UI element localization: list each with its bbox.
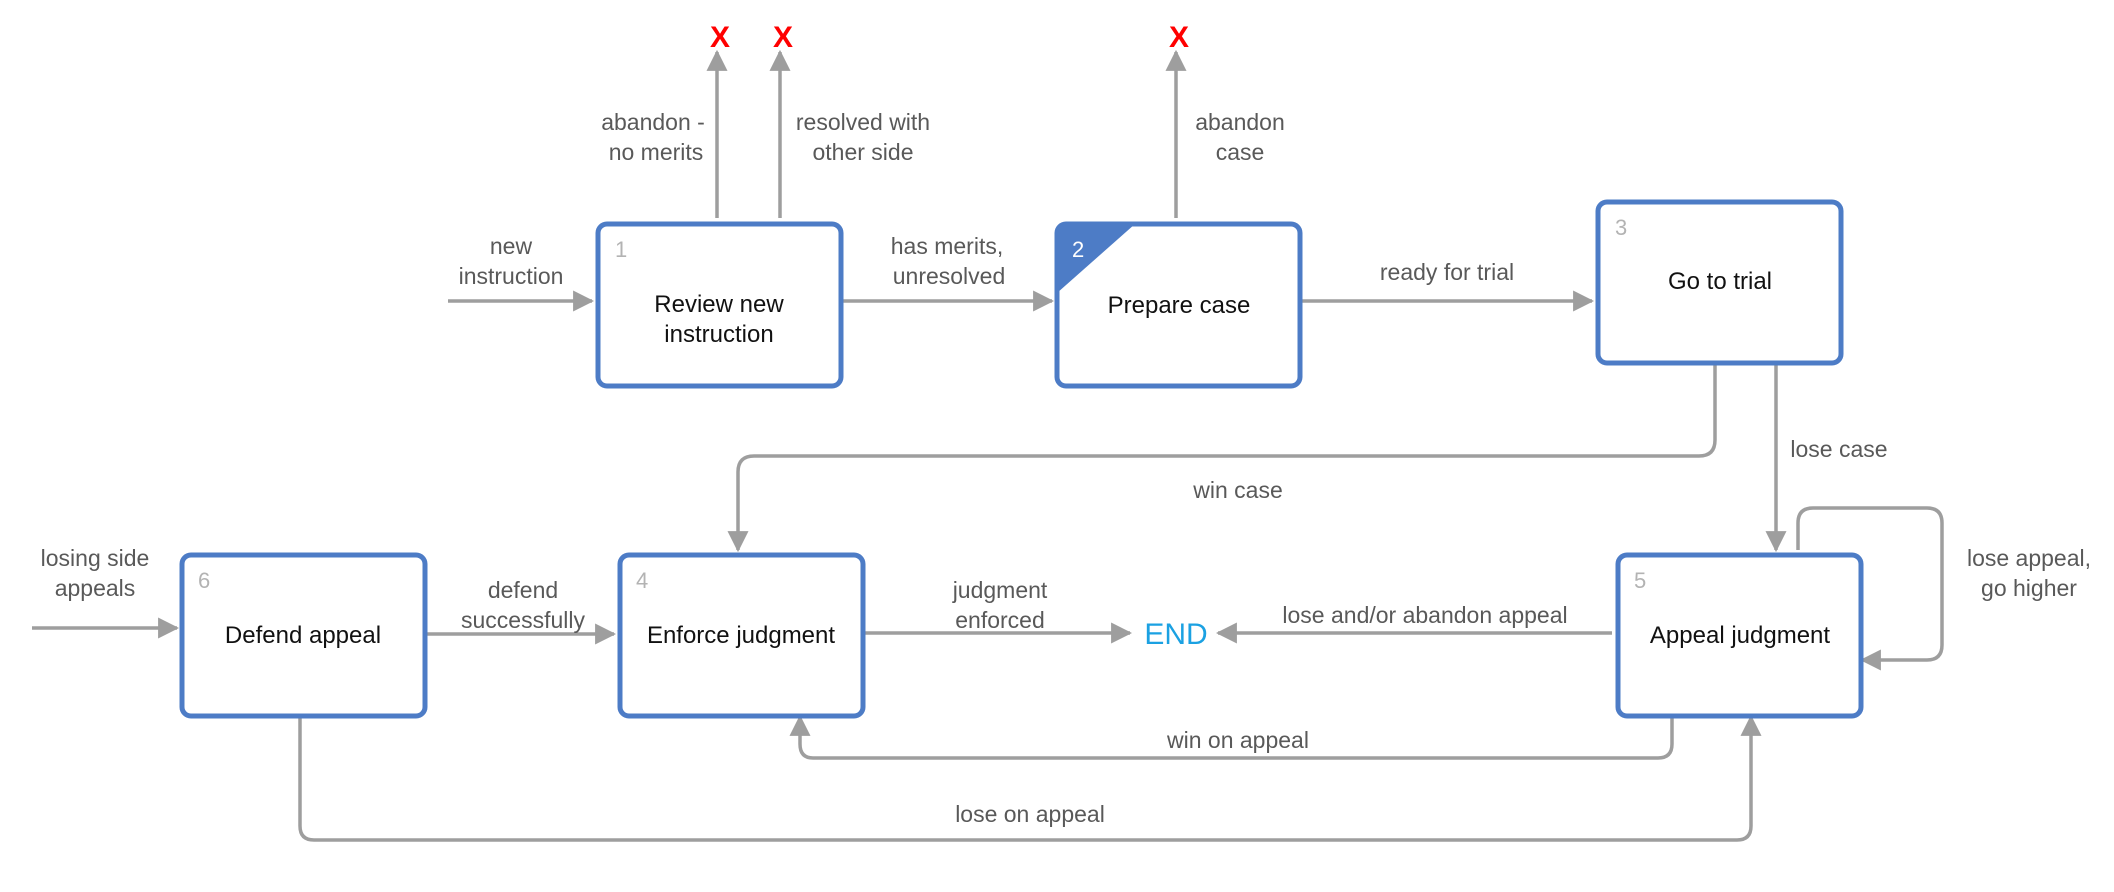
label-abandon-case-2: case: [1216, 139, 1265, 165]
terminal-marks: X X X: [710, 21, 1189, 54]
label-new-instruction: new: [490, 233, 533, 259]
node-title: Defend appeal: [225, 622, 381, 649]
label-has-merits-2: unresolved: [893, 263, 1006, 289]
node-title: Go to trial: [1668, 268, 1772, 295]
label-has-merits: has merits,: [891, 233, 1003, 259]
label-ready-for-trial: ready for trial: [1380, 259, 1514, 285]
terminal-x-icon: X: [710, 21, 730, 54]
label-judgment-enforced-2: enforced: [955, 607, 1045, 633]
label-defend-successfully: defend: [488, 577, 558, 603]
edge-win-on-appeal: [789, 714, 1674, 760]
node-number: 5: [1634, 568, 1646, 593]
node-trial[interactable]: 3 Go to trial: [1595, 199, 1844, 366]
node-number: 6: [198, 568, 210, 593]
label-abandon-no-merits: abandon -: [601, 109, 705, 135]
label-lose-case: lose case: [1790, 436, 1887, 462]
label-resolved-other-side: resolved with: [796, 109, 930, 135]
node-number: 2: [1072, 237, 1084, 262]
label-losing-side-appeals: losing side: [41, 545, 150, 571]
label-losing-side-appeals-2: appeals: [55, 575, 136, 601]
label-lose-abandon-appeal: lose and/or abandon appeal: [1282, 602, 1567, 628]
label-new-instruction-2: instruction: [459, 263, 564, 289]
node-title-2: instruction: [664, 321, 773, 348]
label-abandon-no-merits-2: no merits: [609, 139, 704, 165]
terminal-x-icon: X: [773, 21, 793, 54]
label-abandon-case: abandon: [1195, 109, 1285, 135]
end-node: END: [1144, 618, 1207, 651]
label-win-case: win case: [1192, 477, 1282, 503]
node-defend[interactable]: 6 Defend appeal: [179, 552, 428, 719]
terminal-x-icon: X: [1169, 21, 1189, 54]
node-title: Appeal judgment: [1650, 622, 1830, 649]
edge-lose-on-appeal: [298, 714, 1762, 842]
node-review[interactable]: 1 Review new instruction: [595, 221, 844, 389]
label-lose-appeal-go-higher-2: go higher: [1981, 575, 2077, 601]
node-number: 4: [636, 568, 648, 593]
label-judgment-enforced: judgment: [952, 577, 1048, 603]
node-number: 1: [615, 237, 627, 262]
edge-labels: new instruction abandon - no merits reso…: [41, 109, 2091, 827]
label-lose-appeal-go-higher: lose appeal,: [1967, 545, 2091, 571]
node-title: Enforce judgment: [647, 622, 835, 649]
active-corner-badge: [1057, 224, 1135, 293]
label-lose-on-appeal: lose on appeal: [955, 801, 1105, 827]
edges: [32, 49, 1944, 842]
label-defend-successfully-2: successfully: [461, 607, 585, 633]
node-prepare[interactable]: 2 Prepare case: [1054, 221, 1303, 389]
node-title: Review new: [654, 291, 784, 318]
label-win-on-appeal: win on appeal: [1166, 727, 1309, 753]
edge-lose-appeal-go-higher: [1796, 506, 1944, 671]
edge-win-case: [727, 363, 1717, 553]
node-number: 3: [1615, 215, 1627, 240]
node-title: Prepare case: [1108, 292, 1251, 319]
label-resolved-other-side-2: other side: [812, 139, 913, 165]
node-enforce[interactable]: 4 Enforce judgment: [617, 552, 866, 719]
node-appeal[interactable]: 5 Appeal judgment: [1615, 552, 1864, 719]
